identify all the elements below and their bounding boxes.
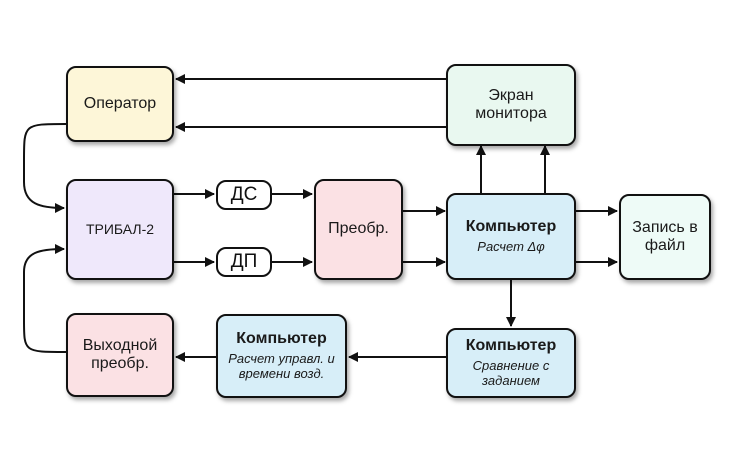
computer-control-node: Компьютер Расчет управл. и времени возд. xyxy=(216,314,347,398)
computer-compare-title: Компьютер xyxy=(465,337,557,355)
ds-sensor: ДС xyxy=(216,180,272,210)
arrow-output-to-tribal xyxy=(23,244,67,353)
output-node: Выходной преобр. xyxy=(66,313,174,397)
file-node: Запись в файл xyxy=(619,194,711,280)
monitor-node: Экран монитора xyxy=(446,64,576,146)
computer-control-subtitle: Расчет управл. и времени возд. xyxy=(228,350,335,381)
tribal-label: ТРИБАЛ-2 xyxy=(85,221,155,238)
computer-control-title: Компьютер xyxy=(236,330,327,348)
preobr-label: Преобр. xyxy=(328,220,389,238)
dp-label: ДП xyxy=(230,251,258,272)
ds-label: ДС xyxy=(230,184,258,205)
operator-label: Оператор xyxy=(83,94,157,112)
computer-compare-node: Компьютер Сравнение с заданием xyxy=(446,328,576,398)
dp-sensor: ДП xyxy=(216,247,272,277)
computer-main-title: Компьютер xyxy=(465,218,557,236)
output-label: Выходной преобр. xyxy=(82,336,158,372)
file-label: Запись в файл xyxy=(632,218,698,254)
computer-main-subtitle: Расчет Δφ xyxy=(477,238,545,254)
operator-node: Оператор xyxy=(66,66,174,142)
monitor-label: Экран монитора xyxy=(475,86,547,122)
tribal-node: ТРИБАЛ-2 xyxy=(66,179,174,280)
computer-compare-subtitle: Сравнение с заданием xyxy=(472,357,550,388)
computer-main-node: Компьютер Расчет Δφ xyxy=(446,193,576,280)
preobr-node: Преобр. xyxy=(314,179,403,280)
arrow-operator-to-tribal xyxy=(23,123,67,213)
